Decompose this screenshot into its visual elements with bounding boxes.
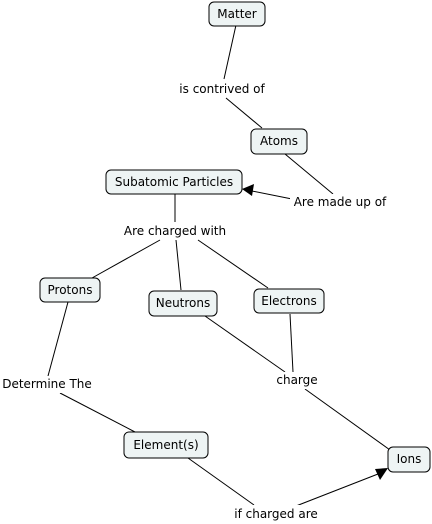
- concept-matter-label: Matter: [217, 7, 257, 21]
- edge-neutrons-to-charge: [204, 315, 286, 373]
- edge-is-contrived-of-to-atoms: [225, 97, 263, 129]
- edge-are-charged-with-to-protons: [91, 239, 161, 279]
- arrowhead-subatomic-particles: [242, 184, 254, 196]
- link-is-contrived-of: is contrived of: [176, 80, 268, 97]
- concept-subatomic-particles[interactable]: Subatomic Particles: [105, 169, 243, 195]
- concept-neutrons[interactable]: Neutrons: [148, 290, 218, 317]
- link-are-charged-with: Are charged with: [120, 222, 230, 239]
- edge-protons-to-determine-the: [47, 301, 69, 377]
- link-are-charged-with-text: Are charged with: [124, 224, 226, 238]
- link-if-charged-are: if charged are: [228, 505, 324, 522]
- link-if-charged-are-text: if charged are: [234, 507, 318, 521]
- edge-are-charged-with-to-neutrons: [175, 239, 182, 291]
- link-is-contrived-of-text: is contrived of: [179, 82, 265, 96]
- connections: [47, 24, 391, 507]
- concept-protons-label: Protons: [48, 283, 93, 297]
- link-determine-the: Determine The: [0, 376, 94, 393]
- link-determine-the-text: Determine The: [2, 377, 92, 391]
- link-are-made-up-of: Are made up of: [290, 194, 390, 211]
- link-charge-text: charge: [276, 373, 317, 387]
- concept-elements[interactable]: Element(s): [123, 431, 209, 459]
- edge-atoms-to-are-made-up-of: [284, 153, 334, 195]
- edge-are-charged-with-to-electrons: [197, 239, 269, 289]
- edge-charge-to-ions: [304, 388, 391, 451]
- concept-subatomic-particles-label: Subatomic Particles: [115, 175, 233, 189]
- edge-determine-the-to-elements: [59, 392, 136, 433]
- edge-if-charged-are-to-ions: [295, 473, 379, 507]
- concept-ions[interactable]: Ions: [387, 446, 431, 473]
- edge-electrons-to-charge: [289, 313, 294, 373]
- edge-matter-to-is-contrived-of: [223, 24, 237, 80]
- concept-atoms[interactable]: Atoms: [250, 128, 308, 155]
- concept-protons[interactable]: Protons: [39, 277, 101, 303]
- link-charge: charge: [273, 372, 321, 389]
- concept-matter[interactable]: Matter: [208, 1, 266, 27]
- concept-electrons[interactable]: Electrons: [253, 288, 325, 314]
- link-are-made-up-of-text: Are made up of: [294, 195, 387, 209]
- edge-elements-to-if-charged-are: [187, 457, 255, 506]
- arrowhead-ions: [375, 468, 388, 480]
- concept-ions-label: Ions: [397, 452, 422, 466]
- concept-elements-label: Element(s): [133, 438, 198, 452]
- edge-are-made-up-of-to-subatomic-particles: [251, 190, 293, 200]
- concept-atoms-label: Atoms: [260, 134, 298, 148]
- concept-neutrons-label: Neutrons: [156, 296, 211, 310]
- concept-electrons-label: Electrons: [261, 294, 316, 308]
